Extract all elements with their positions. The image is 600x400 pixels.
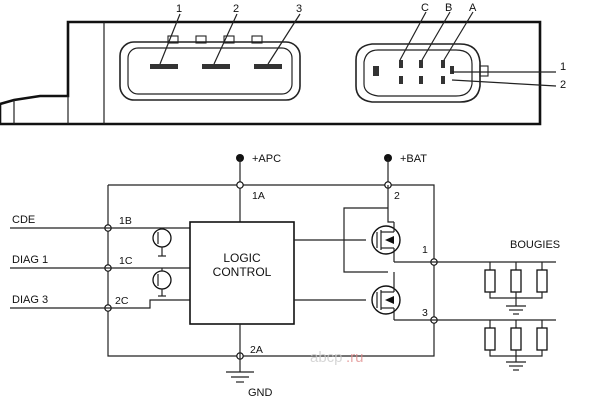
connector-pin-label-3: 3 [296, 3, 302, 15]
connector-pin-label-2: 2 [233, 3, 239, 15]
connector-pin-label-1: 1 [176, 3, 182, 15]
mosfet-upper [343, 185, 434, 273]
logic-label-line2: CONTROL [213, 265, 272, 279]
mosfet-lower [371, 272, 434, 321]
watermark: abcp .ru [310, 349, 364, 366]
node-label-2: 2 [394, 190, 400, 202]
node-label-3: 3 [422, 307, 428, 319]
input-cde-label: CDE [12, 214, 35, 226]
node-label-1a: 1A [252, 190, 265, 202]
connector-3-pin: 1 2 3 [119, 3, 302, 101]
module-housing [0, 20, 542, 126]
node-label-2a: 2A [250, 344, 263, 356]
logic-control-block: LOGIC CONTROL [189, 221, 295, 356]
input-wires: CDE DIAG 1 DIAG 3 [10, 214, 190, 309]
glow-plug-group-2 [484, 320, 548, 371]
bougies-label: BOUGIES [510, 239, 560, 251]
glow-plug-group-1 [484, 262, 548, 315]
connector-row-label-1: 1 [560, 61, 566, 73]
connector-letter-a: A [469, 2, 477, 14]
bat-label: +BAT [400, 153, 427, 165]
ground-symbol: GND [226, 356, 273, 399]
logic-label-line1: LOGIC [223, 251, 261, 265]
terminal-2 [202, 64, 230, 69]
module-frame [107, 184, 435, 357]
mosfet-drive [294, 239, 366, 301]
supply-apc: +APC [236, 153, 281, 222]
gnd-label: GND [248, 387, 273, 399]
supply-bat: +BAT [384, 153, 427, 185]
input-diag3-label: DIAG 3 [12, 294, 48, 306]
node-label-1c: 1C [119, 255, 133, 267]
node-label-2c: 2C [115, 295, 129, 307]
watermark-brand: abcp [310, 349, 343, 366]
diag1-transistor [152, 228, 172, 257]
connector-letter-b: B [445, 2, 452, 14]
connector-6-pin: C B A 1 2 [355, 2, 566, 103]
input-diag1-label: DIAG 1 [12, 254, 48, 266]
terminal-1 [150, 64, 178, 69]
connector-letter-c: C [421, 2, 429, 14]
node-label-1: 1 [422, 244, 428, 256]
terminal-3 [254, 64, 282, 69]
node-label-1b: 1B [119, 215, 132, 227]
watermark-tld: .ru [346, 349, 364, 366]
connector-row-label-2: 2 [560, 79, 566, 91]
output-wires [434, 261, 556, 321]
apc-label: +APC [252, 153, 281, 165]
diag3-transistor [152, 268, 172, 297]
